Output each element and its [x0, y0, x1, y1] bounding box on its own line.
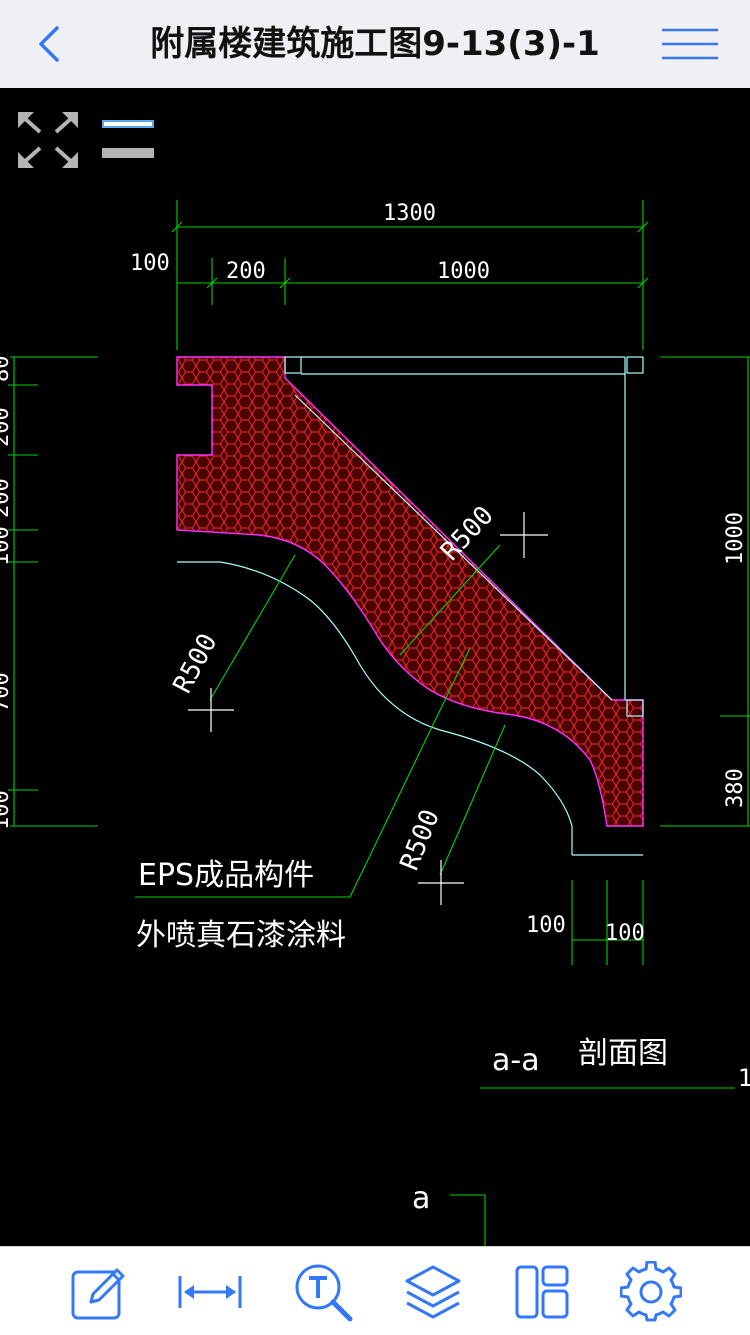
text-search-tool[interactable]	[290, 1259, 356, 1325]
dim-right-lower: 380	[723, 768, 748, 808]
hamburger-menu-icon	[662, 28, 718, 60]
section-scale: 1	[738, 1064, 750, 1092]
section-mark: a-a	[492, 1043, 540, 1078]
cad-drawing: 1300 100 200 1000 100 100 1000 380 80 20…	[0, 200, 750, 1246]
text-search-icon	[295, 1264, 353, 1322]
layers-icon	[405, 1265, 461, 1319]
dimension-arrows-icon	[178, 1276, 242, 1308]
section-marker: a	[412, 1181, 430, 1216]
measure-tool[interactable]	[177, 1259, 243, 1325]
radius-label-lower: R500	[395, 805, 446, 874]
dim-left-4: 100	[0, 526, 14, 566]
dim-left-1: 80	[0, 356, 14, 383]
dim-left-6: 100	[0, 790, 14, 830]
dim-top-part-a: 200	[226, 259, 266, 284]
layers-tool[interactable]	[400, 1259, 466, 1325]
menu-button[interactable]	[658, 22, 722, 66]
chevron-left-icon	[39, 26, 59, 62]
note-line-2: 外喷真石漆涂料	[136, 918, 346, 953]
layout-tool[interactable]	[509, 1259, 575, 1325]
bottom-toolbar	[0, 1246, 750, 1335]
dim-bottom-right: 100	[605, 921, 645, 946]
gear-icon	[620, 1261, 682, 1322]
dim-top-part-b: 1000	[437, 259, 490, 284]
center-marks	[188, 512, 548, 905]
layer-toggle-button[interactable]	[100, 114, 156, 162]
dim-bottom-left: 100	[526, 913, 566, 938]
note-line-1: EPS成品构件	[138, 858, 314, 893]
dimension-lines	[8, 200, 750, 1246]
dim-left-3: 200	[0, 478, 14, 518]
layer-lines-icon	[102, 120, 154, 158]
radius-label-left: R500	[168, 629, 224, 698]
page-title: 附属楼建筑施工图9-13(3)-1	[150, 24, 600, 64]
expand-button[interactable]	[14, 108, 82, 172]
outline-lines	[177, 356, 644, 856]
drawing-canvas[interactable]: 1300 100 200 1000 100 100 1000 380 80 20…	[0, 88, 750, 1246]
back-button[interactable]	[20, 14, 80, 74]
dim-top-offset: 100	[130, 251, 170, 276]
dim-right-upper: 1000	[723, 512, 748, 565]
dim-left-5: 700	[0, 672, 14, 712]
layout-panels-icon	[515, 1265, 569, 1319]
edit-tool[interactable]	[66, 1259, 132, 1325]
settings-tool[interactable]	[618, 1259, 684, 1325]
dim-top-total: 1300	[383, 201, 436, 226]
section-label: 剖面图	[578, 1036, 668, 1071]
nav-bar: 附属楼建筑施工图9-13(3)-1	[0, 0, 750, 89]
dim-left-2: 200	[0, 407, 14, 447]
pencil-square-icon	[71, 1268, 125, 1320]
expand-arrows-icon	[18, 112, 78, 168]
